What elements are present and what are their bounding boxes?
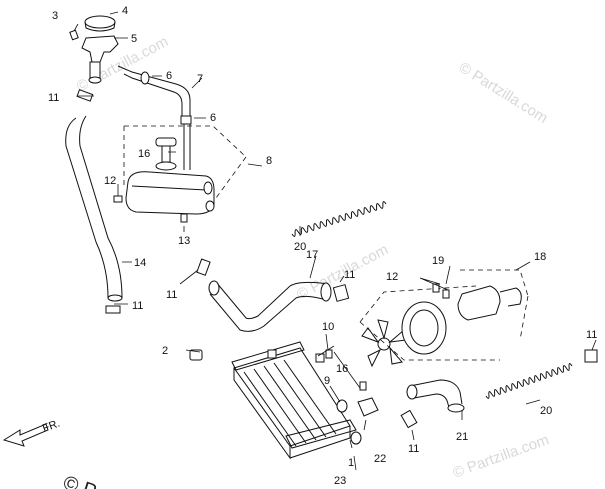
callout: 13 <box>178 235 190 247</box>
reservoir-tank <box>125 171 215 215</box>
hose-17 <box>208 280 332 332</box>
callout: 11 <box>344 269 355 281</box>
front-direction-arrow <box>2 423 49 447</box>
callout: 19 <box>432 255 444 267</box>
callout: 11 <box>132 300 143 312</box>
callout: 5 <box>131 33 137 45</box>
group-outline-18b <box>460 269 529 297</box>
callout: 3 <box>52 10 58 22</box>
bolt-13 <box>180 213 188 223</box>
callout: 2 <box>162 345 168 357</box>
fitting-8 <box>336 399 348 413</box>
clamp-6a <box>140 71 150 85</box>
callout: 12 <box>104 175 116 187</box>
callout: 12 <box>386 271 398 283</box>
callout: 22 <box>374 453 386 465</box>
callout: 7 <box>197 73 203 85</box>
hose-14 <box>65 115 123 302</box>
group-outline-18 <box>359 285 529 361</box>
callout: 20 <box>294 241 306 253</box>
front-direction-label: FR. <box>41 417 62 434</box>
callout: 16 <box>336 363 348 375</box>
drain-plug-2 <box>189 349 203 361</box>
bolt-9 <box>325 349 367 391</box>
callout: 18 <box>534 251 546 263</box>
callout: 9 <box>324 375 330 387</box>
screws-19 <box>432 283 450 299</box>
callout: 1 <box>348 457 354 469</box>
callout: 8 <box>266 155 272 167</box>
corner-watermark: © Pa <box>60 472 110 489</box>
clamp-11e <box>400 409 418 429</box>
clamp-6b <box>180 115 192 125</box>
callout: 11 <box>586 329 597 341</box>
clamp-11a <box>76 89 94 102</box>
callout: 21 <box>456 431 468 443</box>
bolt-12 <box>113 195 123 203</box>
thermo-switch-16 <box>315 353 325 363</box>
clamp-11f <box>584 349 598 363</box>
callout: 23 <box>334 475 346 487</box>
callout: 11 <box>408 443 419 455</box>
clamp-11b <box>105 305 121 314</box>
callout: 4 <box>122 5 128 17</box>
spring-20-upper <box>291 201 387 237</box>
radiator-cap <box>84 15 116 32</box>
callout: 6 <box>210 112 216 124</box>
bolt-3 <box>69 29 79 41</box>
callout: 16 <box>138 148 150 160</box>
callout: 14 <box>134 257 146 269</box>
clamp-11d <box>332 284 350 302</box>
callout: 20 <box>540 405 552 417</box>
fan-motor <box>457 285 522 321</box>
callout: 11 <box>166 289 177 301</box>
callout: 10 <box>322 321 334 333</box>
hose-21 <box>406 379 465 413</box>
radiator <box>231 341 357 460</box>
callout: 6 <box>166 70 172 82</box>
callout: 11 <box>48 92 59 104</box>
reservoir-cap <box>155 137 177 171</box>
bracket-22 <box>350 397 379 445</box>
watermark: © Partzilla.com <box>456 59 551 127</box>
spring-20-lower <box>485 363 573 399</box>
overflow-tube <box>183 124 191 170</box>
filler-neck <box>81 35 119 84</box>
fan-shroud <box>401 301 447 355</box>
callout: 17 <box>306 249 318 261</box>
clamp-11c <box>196 258 211 276</box>
hose-7 <box>117 65 191 116</box>
